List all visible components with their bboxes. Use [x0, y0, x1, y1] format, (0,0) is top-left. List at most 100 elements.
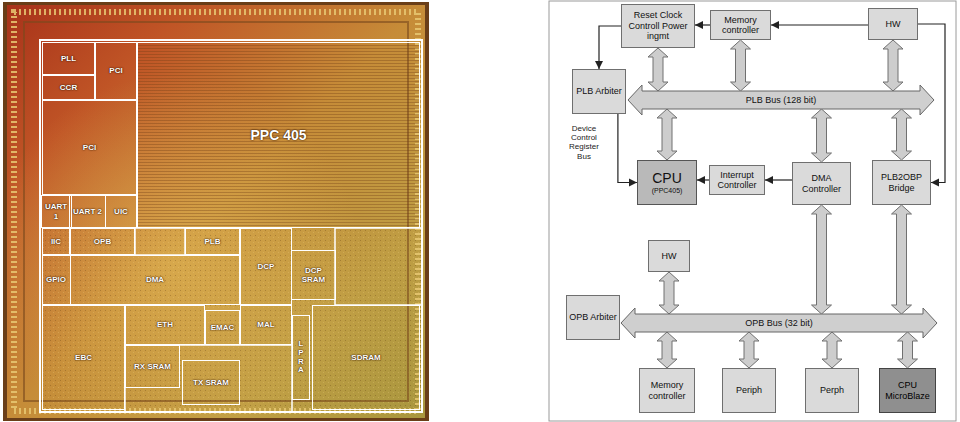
text-group: PLB — [205, 237, 221, 246]
pci-block: PCI — [95, 42, 137, 100]
node-label: PPC 405 — [250, 127, 306, 143]
die-grain — [40, 228, 422, 412]
text-group: PPC 405 — [250, 127, 306, 143]
node-label: CPU — [652, 170, 683, 186]
opb-block: OPB — [70, 228, 135, 255]
text-group: MAL — [257, 320, 274, 329]
eth-block: ETH — [125, 305, 205, 345]
signal-line — [599, 26, 621, 69]
iic-block: IIC — [42, 228, 70, 255]
node-label: PLB Bus (128 bit) — [746, 95, 817, 105]
bus-outline — [621, 308, 937, 338]
node-label: ETH — [157, 320, 173, 329]
text-group: OPB — [94, 237, 111, 246]
process-box: Memory controller — [639, 368, 695, 413]
node-label: PLB2OBP Bridge — [875, 172, 928, 193]
text-group: UART 2 — [73, 207, 102, 216]
die-region — [135, 228, 185, 255]
uic-block: UIC — [105, 195, 137, 228]
text-group: EMAC — [211, 323, 235, 332]
text-group: Interrupt Controller — [712, 170, 762, 191]
text-group: PLB Bus (128 bit) — [746, 95, 817, 105]
bus-connector — [659, 272, 679, 314]
pci-block: PCI — [42, 100, 137, 195]
text-group: RX SRAM — [134, 362, 171, 371]
pll-block: PLL — [42, 42, 95, 75]
plb-block: PLB — [185, 228, 240, 255]
node-label: EBC — [75, 353, 92, 362]
bus-connector — [812, 205, 832, 314]
node-label: TX SRAM — [193, 378, 229, 387]
bus-connector — [731, 40, 751, 91]
panel-border — [549, 1, 956, 421]
text-group: Memory controller — [642, 380, 692, 401]
bus-connector — [812, 109, 832, 162]
node-label: DCP — [258, 262, 275, 271]
core-stripes — [137, 42, 420, 228]
node-label: MAL — [257, 320, 274, 329]
die-outline — [40, 40, 422, 412]
node-label: CCR — [60, 83, 77, 92]
text-group: EBC — [75, 353, 92, 362]
node-label: PCI — [109, 66, 122, 75]
text-group: IIC — [51, 237, 61, 246]
node-label: EMAC — [211, 323, 235, 332]
lpra-block: LPRA — [292, 315, 310, 400]
signal-line — [697, 179, 709, 180]
process-box: Interrupt Controller — [709, 165, 765, 195]
text-group: PLB Arbiter — [576, 86, 622, 96]
node-label: OPB Bus (32 bit) — [745, 318, 813, 328]
node-label: HW — [662, 251, 677, 261]
sdram-block: SDRAM — [312, 305, 420, 410]
cpu-core-block: PPC 405 — [137, 42, 420, 228]
node-label: Memory controller — [642, 380, 692, 401]
node-label: IIC — [51, 237, 61, 246]
text-group: TX SRAM — [193, 378, 229, 387]
text-group: DMA Controller — [795, 173, 848, 194]
node-label: OPB Arbiter — [569, 312, 617, 322]
ccr-block: CCR — [42, 75, 95, 100]
text-group: CCR — [60, 83, 77, 92]
cpu-box: CPU MicroBlaze — [879, 368, 936, 413]
node-label: OPB — [94, 237, 111, 246]
text-group: DCP SRAM — [294, 266, 333, 284]
node-label: UART 1 — [44, 202, 69, 220]
process-box: HW — [868, 8, 918, 40]
node-label: CPU MicroBlaze — [882, 380, 933, 401]
die-region — [335, 228, 422, 305]
text-group: Periph — [736, 385, 762, 395]
process-box: OPB Arbiter — [566, 295, 620, 340]
node-label: Reset Clock Controll Power ingmt — [624, 10, 692, 41]
text-group: PCI — [83, 143, 96, 152]
text-group: Perph — [820, 385, 844, 395]
text-group: CPU(PPC405) — [652, 170, 683, 194]
bus-connector — [822, 332, 842, 368]
node-label: Interrupt Controller — [712, 170, 762, 191]
node-sublabel: (PPC405) — [652, 187, 683, 195]
text-group: CPU MicroBlaze — [882, 380, 933, 401]
uart-block: UART 1 — [41, 195, 72, 228]
text-group: PCI — [109, 66, 122, 75]
cpu-box: CPU(PPC405) — [637, 160, 697, 205]
node-label: DMA — [146, 275, 164, 284]
die-region — [125, 345, 292, 412]
sram-block: DCP SRAM — [291, 250, 336, 300]
signal-line — [771, 24, 868, 25]
text-group: DCP — [258, 262, 275, 271]
node-label: RX SRAM — [134, 362, 171, 371]
signal-line — [618, 114, 637, 183]
text-group: ETH — [157, 320, 173, 329]
node-label: UIC — [114, 207, 128, 216]
bus-connector — [657, 109, 677, 160]
node-label: LPRA — [297, 340, 305, 375]
die-glow — [7, 5, 425, 418]
bus-connector — [739, 332, 759, 368]
bus-connector — [648, 48, 668, 91]
connector-label: Device Control Register Bus — [562, 124, 606, 161]
node-label: DMA Controller — [795, 173, 848, 194]
bus-arrow: PLB Bus (128 bit) — [628, 85, 934, 115]
mal-block: MAL — [240, 305, 292, 345]
text-group: PLL — [61, 54, 76, 63]
